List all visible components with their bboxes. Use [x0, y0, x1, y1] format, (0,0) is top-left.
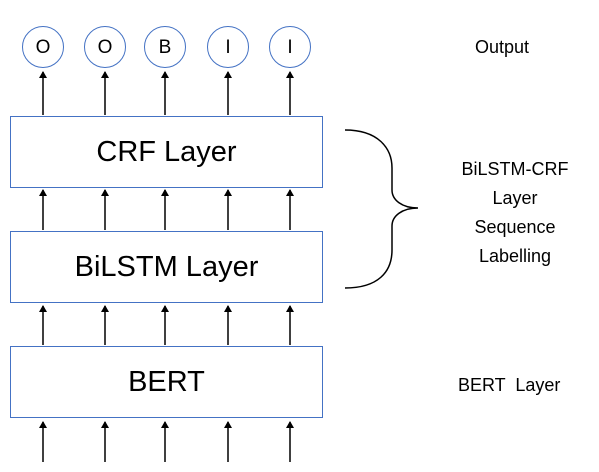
output-node-1: O	[22, 26, 64, 68]
output-node-3: B	[144, 26, 186, 68]
bilstm-crf-label-line-3: Sequence	[474, 217, 556, 237]
output-label: Output	[475, 37, 530, 57]
bilstm-layer-box: BiLSTM Layer	[10, 231, 323, 303]
bert-box: BERT	[10, 346, 323, 418]
arrows-crf-to-output	[39, 71, 294, 115]
output-node-2: O	[84, 26, 126, 68]
crf-layer-box: CRF Layer	[10, 116, 323, 188]
bilstm-crf-label-line-2: Layer	[492, 188, 538, 208]
output-node-5: I	[269, 26, 311, 68]
bilstm-crf-label: BiLSTM-CRF Layer Sequence Labelling	[430, 155, 599, 271]
arrows-input-to-bert	[39, 421, 294, 462]
curly-brace	[344, 129, 419, 289]
bilstm-crf-label-line-1: BiLSTM-CRF	[461, 159, 569, 179]
bilstm-crf-label-line-4: Labelling	[478, 246, 552, 266]
output-node-4: I	[207, 26, 249, 68]
bert-layer-label: BERT Layer	[458, 375, 561, 395]
arrows-bert-to-bilstm	[39, 305, 294, 345]
arrows-bilstm-to-crf	[39, 189, 294, 230]
